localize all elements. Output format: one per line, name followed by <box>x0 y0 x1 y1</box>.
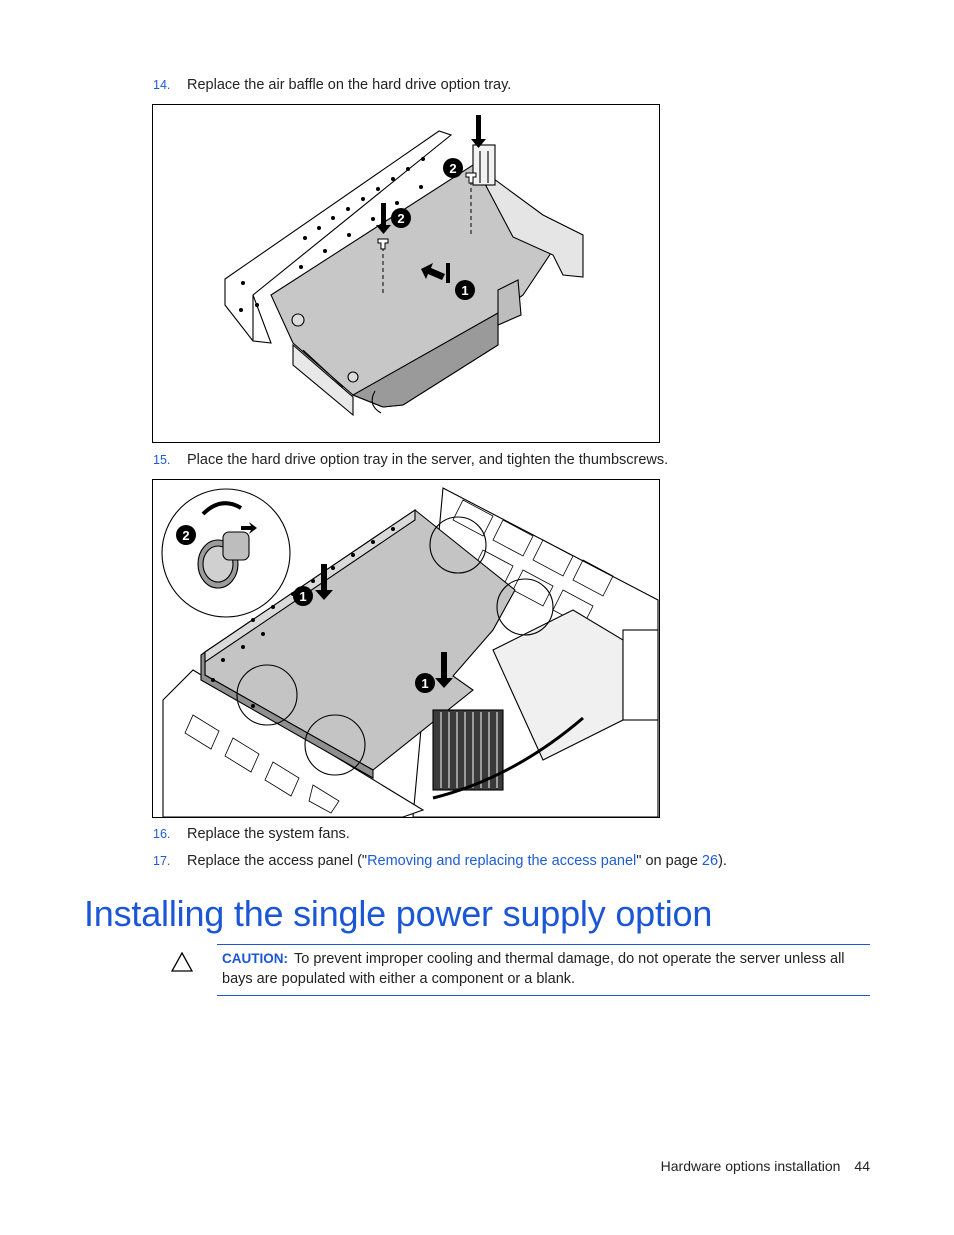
step-number: 17. <box>153 854 171 868</box>
step-14: 14. Replace the air baffle on the hard dr… <box>153 76 511 94</box>
section-heading: Installing the single power supply optio… <box>84 893 713 934</box>
callout-1a: 1 <box>299 589 306 604</box>
callout-2b: 2 <box>449 161 456 176</box>
page-number: 44 <box>854 1158 870 1174</box>
callout-1b: 1 <box>421 676 428 691</box>
step-text-middle: " on page <box>636 853 702 869</box>
step-text-after: ). <box>718 853 727 869</box>
step-text-before: Replace the access panel (" <box>187 853 368 869</box>
page-footer: Hardware options installation 44 <box>661 1158 870 1174</box>
callout-1: 1 <box>461 283 468 298</box>
callout-2: 2 <box>182 528 189 543</box>
step-15: 15. Place the hard drive option tray in t… <box>153 451 668 469</box>
step-text: Place the hard drive option tray in the … <box>187 452 669 468</box>
callout-2a: 2 <box>397 211 404 226</box>
caution-note: CAUTION:To prevent improper cooling and … <box>217 944 870 996</box>
step-number: 15. <box>153 453 171 467</box>
caution-label: CAUTION: <box>222 951 288 966</box>
step-17: 17. Replace the access panel ("Removing a… <box>153 852 727 870</box>
footer-section: Hardware options installation <box>660 1158 841 1174</box>
step-text: Replace the system fans. <box>187 826 350 842</box>
step-16: 16. Replace the system fans. <box>153 825 350 843</box>
caution-text: To prevent improper cooling and thermal … <box>222 951 845 987</box>
figure-tray-install: 2 1 1 <box>152 479 660 818</box>
page-26-link[interactable]: 26 <box>701 853 719 869</box>
access-panel-link[interactable]: Removing and replacing the access panel <box>367 853 637 869</box>
caution-icon <box>171 952 193 972</box>
step-number: 14. <box>153 78 171 92</box>
figure-air-baffle: 2 2 1 <box>152 104 660 443</box>
step-text: Replace the air baffle on the hard drive… <box>187 77 512 93</box>
step-number: 16. <box>153 827 171 841</box>
